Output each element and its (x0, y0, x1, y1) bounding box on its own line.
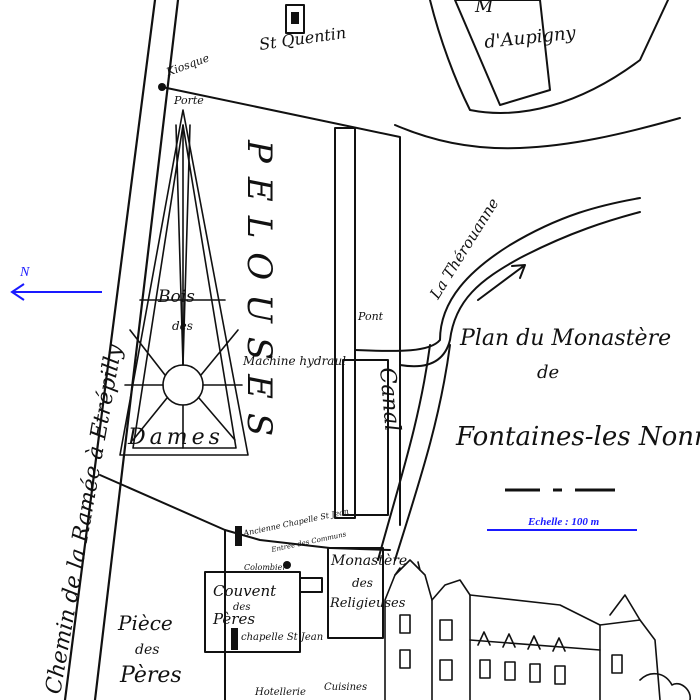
machine-label: Machine hydraul (242, 354, 346, 368)
st-quentin-building (285, 4, 305, 34)
therouanne-river (354, 197, 641, 561)
canal (334, 127, 389, 519)
road (63, 0, 180, 700)
flow-arrow-icon (477, 264, 526, 301)
north-arrow-icon (10, 283, 102, 301)
bois-label: Bois (157, 287, 195, 307)
couvent-chapelle (231, 628, 238, 650)
canal-label: Canal (374, 366, 405, 432)
monastere-label-3: Religieuses (329, 596, 406, 611)
colombier-marker (283, 561, 291, 569)
title-line3: Fontaines-les Nonnes (455, 422, 700, 452)
des-label: des (172, 319, 193, 333)
cuisines-label: Cuisines (324, 682, 367, 693)
piece-label-2: des (135, 642, 159, 658)
road-label: Chemin de la Ramée à Etrépilly (41, 342, 127, 696)
therouanne-label: La Thérouanne (426, 195, 503, 303)
couvent-label-2: des (233, 602, 250, 613)
pelouses-label: PELOUSES (239, 139, 279, 450)
couvent-chapelle-label: chapelle St Jean (241, 632, 323, 643)
piece-label-3: Pères (119, 663, 182, 688)
colombier-label: Colombier (244, 563, 287, 572)
pont-label: Pont (357, 310, 384, 323)
bois-des-dames (119, 109, 249, 456)
scale-label: Echelle : 100 m (527, 516, 600, 528)
st-quentin-label: St Quentin (258, 23, 347, 54)
hotellerie-label: Hotellerie (254, 687, 306, 698)
dames-label: Dames (127, 425, 224, 450)
aupigny-label-top: M (474, 0, 494, 17)
aupigny-label: d'Aupigny (483, 22, 577, 53)
piece-label-1: Pièce (117, 611, 173, 635)
monastery-sketch (384, 559, 691, 700)
couvent-label-1: Couvent (213, 582, 277, 600)
couvent-label-3: Pères (212, 610, 255, 628)
monastere-block (327, 547, 384, 639)
north-label: N (19, 265, 30, 280)
title-line1: Plan du Monastère (459, 326, 671, 351)
monastere-label-1: Monastère (330, 553, 407, 569)
title-line2: de (537, 362, 559, 383)
ancienne-chapelle (235, 526, 242, 546)
monastere-label-2: des (352, 576, 373, 590)
upper-stream (394, 117, 681, 150)
garden-wall (161, 86, 401, 526)
porte-label: Porte (173, 94, 204, 107)
aupigny-enclosure (429, 0, 669, 114)
couvent-block (204, 571, 323, 653)
